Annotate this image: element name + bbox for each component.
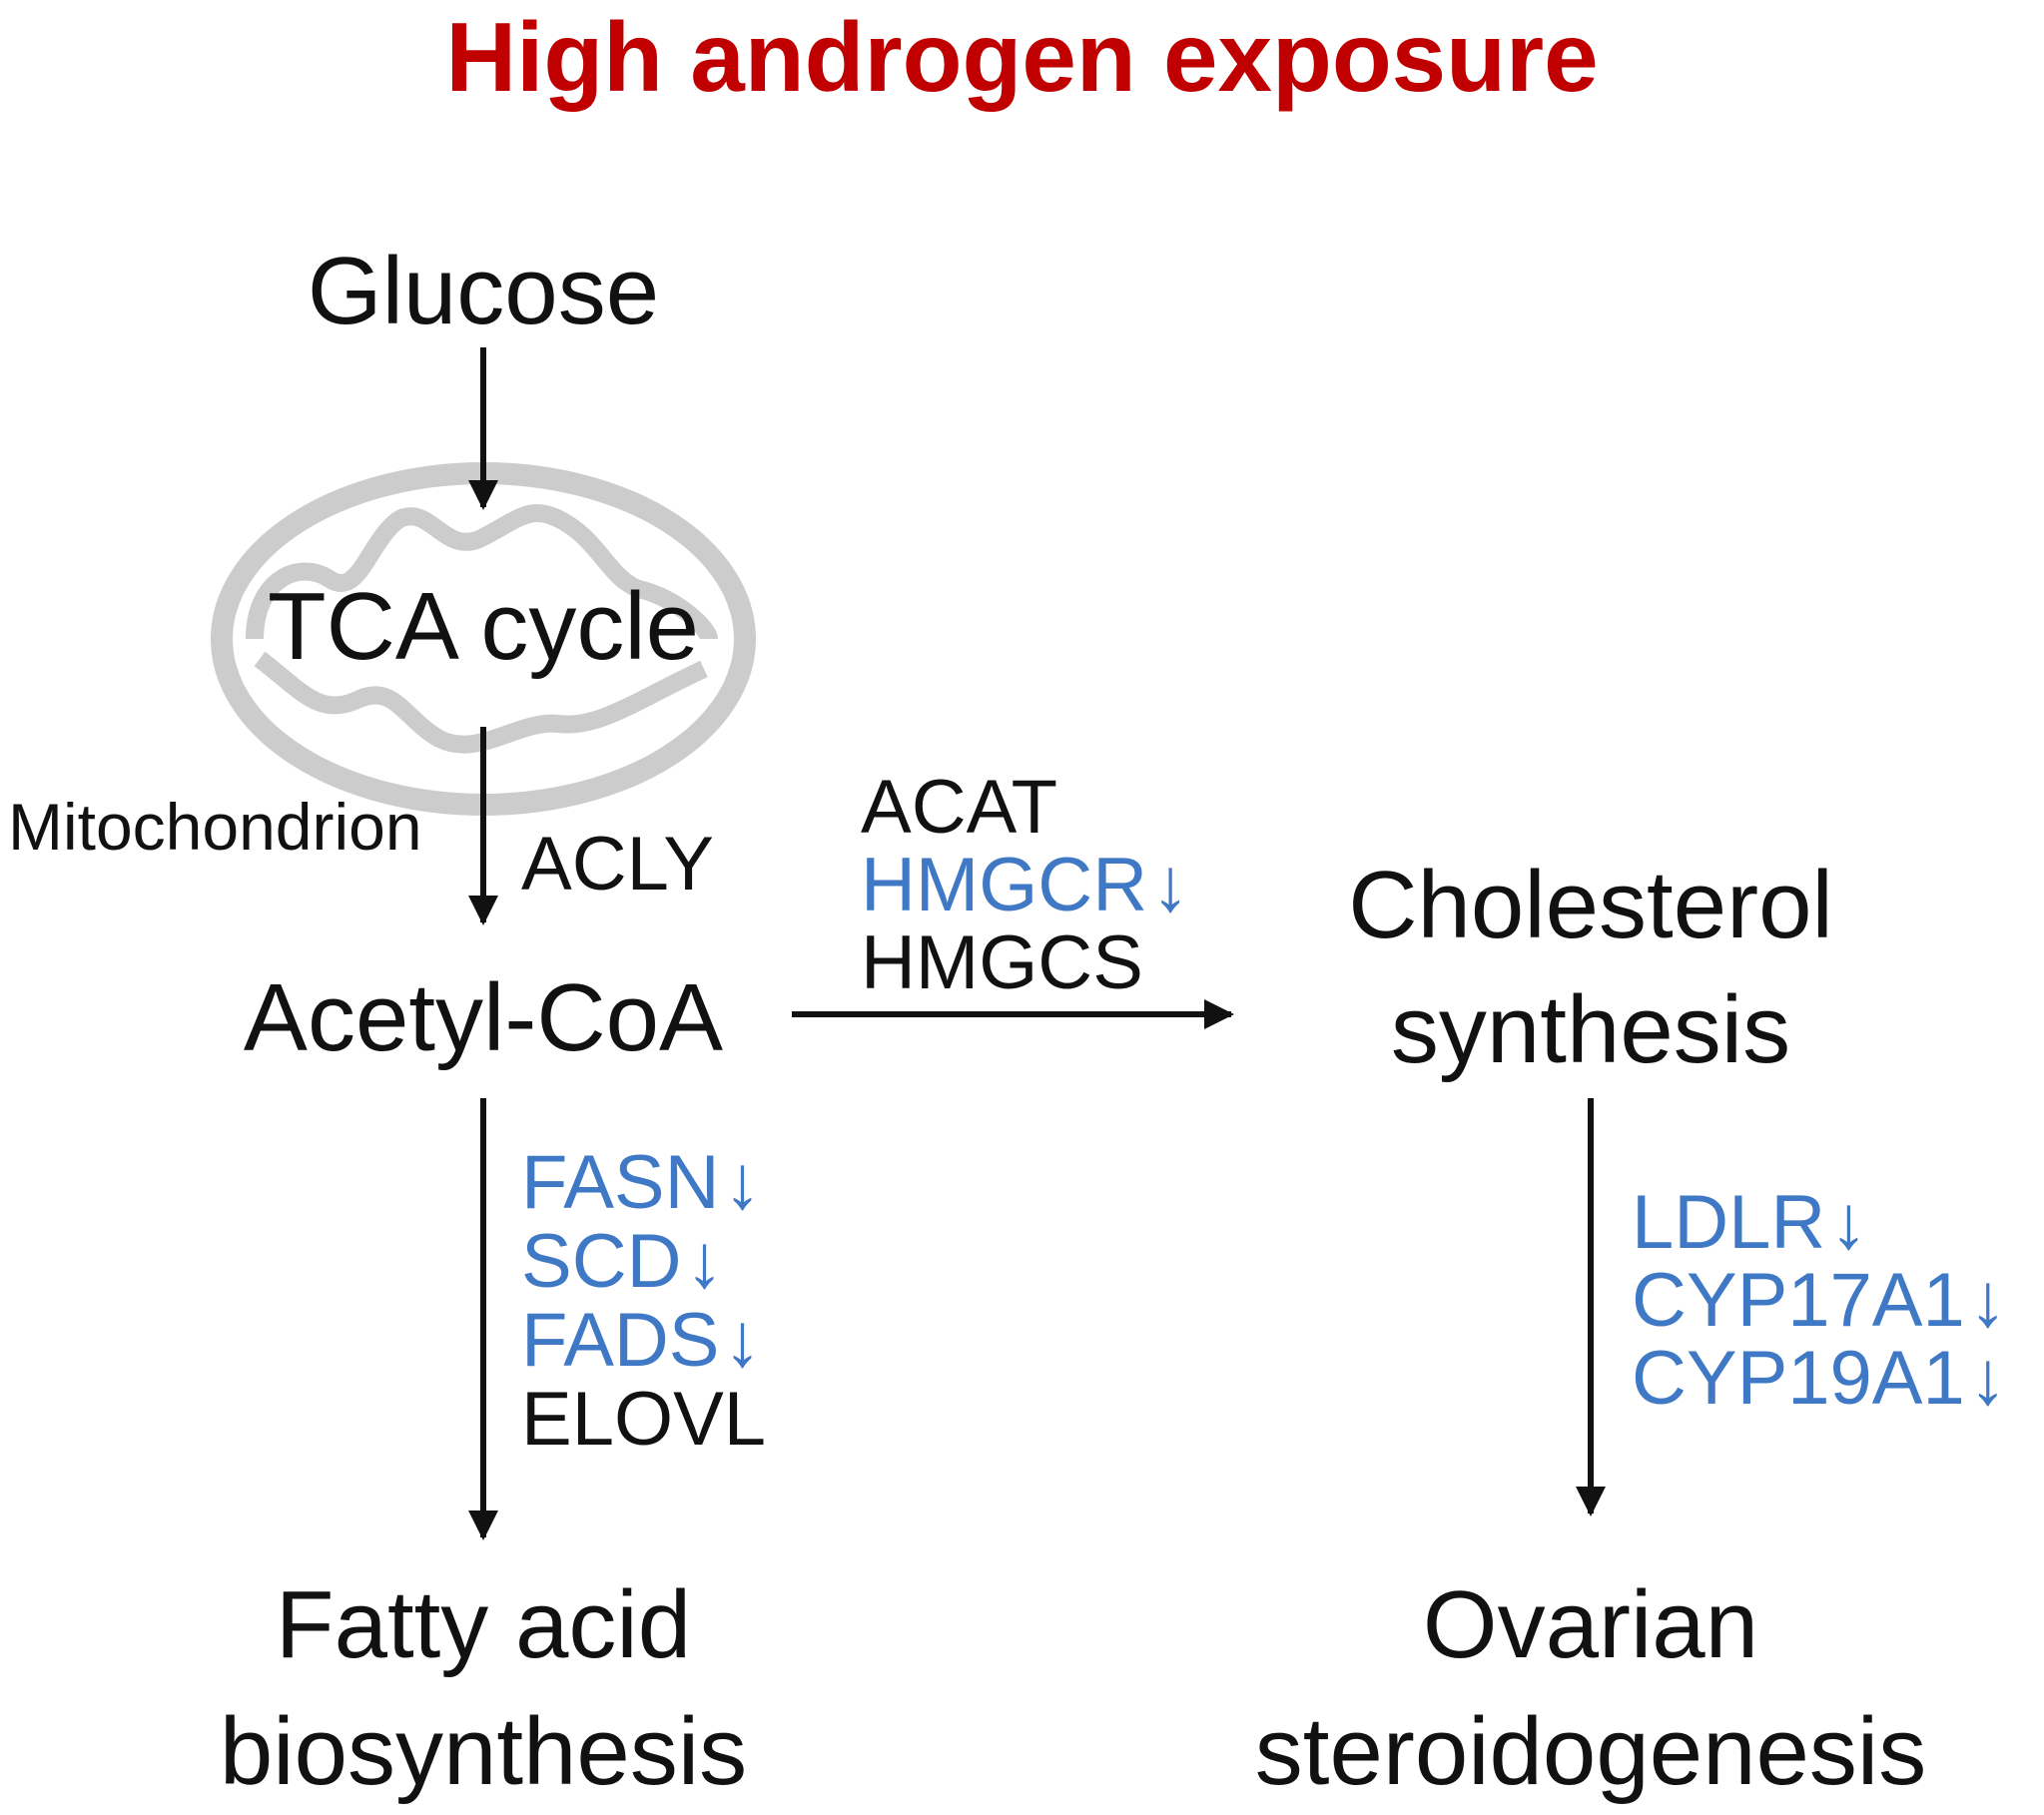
enzyme-name: CYP17A1 [1632, 1258, 1965, 1343]
ovarian-line-1: Ovarian [1422, 1571, 1759, 1678]
down-arrow-icon: ↓ [685, 1219, 724, 1304]
enzyme-name: FADS [521, 1298, 720, 1383]
enzyme-list-fatty: FASN↓SCD↓FADS↓ELOVL [521, 1143, 766, 1459]
enzyme-cyp17a1: CYP17A1↓ [1632, 1262, 2007, 1340]
fatty-line-1: Fatty acid [275, 1571, 692, 1678]
enzyme-elovl: ELOVL [521, 1380, 766, 1459]
down-arrow-icon: ↓ [1151, 843, 1190, 927]
ovarian-line-2: steroidogenesis [1254, 1697, 1927, 1805]
cholesterol-line-1: Cholesterol [1348, 852, 1833, 958]
enzyme-list-ovarian: LDLR↓CYP17A1↓CYP19A1↓ [1632, 1184, 2007, 1418]
enzyme-scd: SCD↓ [521, 1222, 766, 1301]
page-title: High androgen exposure [445, 2, 1599, 112]
enzyme-fasn: FASN↓ [521, 1143, 766, 1222]
enzyme-ldlr: LDLR↓ [1632, 1184, 2007, 1262]
enzyme-name: HMGCS [861, 920, 1143, 1005]
down-arrow-icon: ↓ [723, 1140, 762, 1225]
fatty-line-2: biosynthesis [219, 1697, 748, 1805]
enzyme-name: ELOVL [521, 1377, 767, 1462]
enzyme-acly: ACLY [521, 822, 714, 907]
node-acetyl-coa: Acetyl-CoA [243, 964, 724, 1071]
enzyme-hmgcs: HMGCS [861, 924, 1189, 1002]
node-ovarian-steroidogenesis: Ovarian steroidogenesis [1191, 1562, 1990, 1815]
enzyme-hmgcr: HMGCR↓ [861, 847, 1189, 924]
node-fatty-acid-biosynthesis: Fatty acid biosynthesis [164, 1562, 803, 1815]
enzyme-cyp19a1: CYP19A1↓ [1632, 1340, 2007, 1418]
enzyme-name: SCD [521, 1219, 682, 1304]
enzyme-acat: ACAT [861, 769, 1189, 847]
enzyme-name: ACAT [861, 765, 1058, 850]
cholesterol-line-2: synthesis [1390, 975, 1791, 1083]
enzyme-name: FASN [521, 1140, 720, 1225]
down-arrow-icon: ↓ [723, 1298, 762, 1383]
mitochondrion-label: Mitochondrion [8, 790, 422, 864]
down-arrow-icon: ↓ [1968, 1258, 2007, 1343]
node-tca-cycle: TCA cycle [267, 573, 700, 680]
enzyme-name: HMGCR [861, 843, 1148, 927]
enzyme-fads: FADS↓ [521, 1301, 766, 1380]
node-glucose: Glucose [307, 238, 660, 344]
down-arrow-icon: ↓ [1829, 1180, 1868, 1265]
node-cholesterol-synthesis: Cholesterol synthesis [1281, 844, 1900, 1093]
down-arrow-icon: ↓ [1968, 1336, 2007, 1421]
enzyme-name: CYP19A1 [1632, 1336, 1965, 1421]
enzyme-name: LDLR [1632, 1180, 1826, 1265]
